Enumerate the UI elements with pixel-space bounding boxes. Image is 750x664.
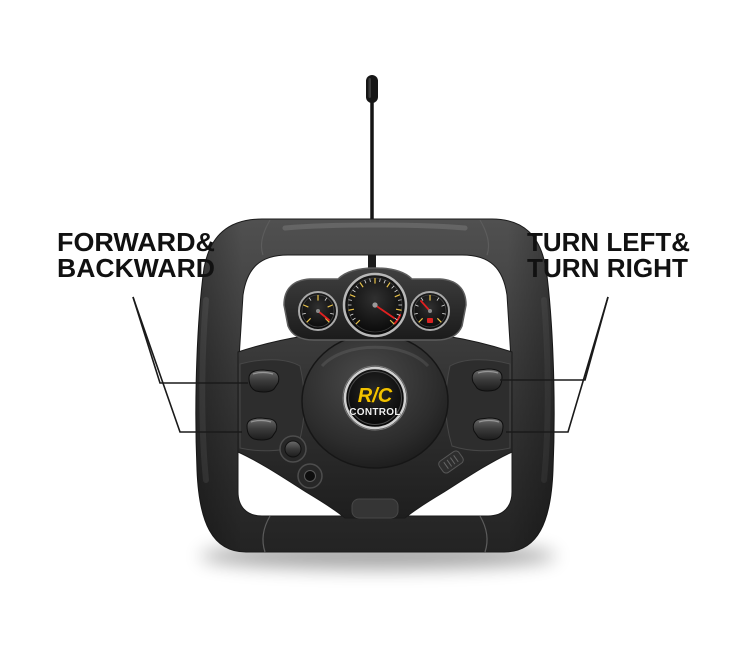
grip-seam <box>260 219 271 256</box>
gauge-tick <box>394 317 398 321</box>
round-button-upper <box>279 435 307 463</box>
antenna-base <box>368 254 376 278</box>
gauge-tick <box>349 313 354 316</box>
fuel-needle <box>420 300 431 312</box>
grip-seam <box>479 515 488 553</box>
dashboard-cluster <box>283 267 467 341</box>
gauge-tick <box>364 279 367 284</box>
gauge-tick <box>389 319 395 325</box>
speedometer-needle <box>374 304 395 319</box>
callout-left-line2: BACKWARD <box>57 253 215 283</box>
right-upper-button <box>471 368 503 392</box>
grip-seam <box>479 219 490 256</box>
leader-line-left-lower <box>132 296 242 433</box>
gauge-tick <box>327 304 334 308</box>
gauge-tick <box>355 285 359 289</box>
gauge-tick <box>442 313 446 315</box>
gauge-tick <box>383 279 386 284</box>
gauge-tick <box>302 313 306 315</box>
bottom-spoke-pad <box>351 498 399 519</box>
gauge-tick <box>436 297 440 301</box>
gauge-tick <box>306 317 312 323</box>
leader-line-left-upper <box>132 296 248 384</box>
gauge-tick <box>330 313 334 315</box>
gauge-tick <box>352 317 356 321</box>
gauge-tick <box>324 297 328 301</box>
gauge-tick <box>415 304 419 307</box>
gauge-tick <box>436 317 442 323</box>
gauge-tick <box>355 319 361 325</box>
fuel-icon <box>427 318 433 323</box>
callout-turn-left-right: TURN LEFT& TURN RIGHT <box>527 227 690 283</box>
logo-text-rc: R/C <box>358 385 393 407</box>
callout-right-line2: TURN RIGHT <box>527 253 688 283</box>
callout-right-line1: TURN LEFT& <box>527 227 690 257</box>
gauge-tick <box>394 294 401 298</box>
antenna-tip <box>366 75 378 103</box>
gauge-tick <box>348 308 355 311</box>
gauge-tick <box>397 299 402 301</box>
round-button-lower <box>297 463 323 489</box>
gauge-tick <box>369 278 371 283</box>
callout-left-line1: FORWARD& <box>57 227 215 257</box>
left-lower-button <box>246 417 278 441</box>
gauge-tick <box>359 282 364 288</box>
gauge-tick <box>394 289 398 293</box>
gauge-tick <box>308 297 312 301</box>
gauge-tick <box>396 313 401 316</box>
gauge-tick <box>352 289 356 293</box>
gauge-tick <box>395 308 402 311</box>
left-upper-button <box>248 369 280 393</box>
gauge-tick <box>379 278 381 283</box>
gauge-tick <box>391 285 395 289</box>
gauge-tick <box>418 317 424 323</box>
toggle-switch <box>438 450 464 474</box>
gauge-tick <box>441 304 445 307</box>
gauge-tick <box>349 294 356 298</box>
gauge-tick <box>348 299 353 301</box>
gauge-tick <box>386 282 391 288</box>
gauge-tick <box>302 304 309 308</box>
gauge-tick <box>420 297 424 301</box>
gauge-tick <box>324 317 330 323</box>
callout-forward-backward: FORWARD& BACKWARD <box>57 227 215 283</box>
grip-seam <box>262 515 271 553</box>
tachometer-needle <box>317 310 330 321</box>
gauge-tick <box>414 313 418 315</box>
right-lower-button <box>472 417 504 441</box>
logo-badge: R/C CONTROL <box>342 365 408 431</box>
logo-text-control: CONTROL <box>349 407 401 418</box>
leader-line-right-lower <box>506 296 609 433</box>
